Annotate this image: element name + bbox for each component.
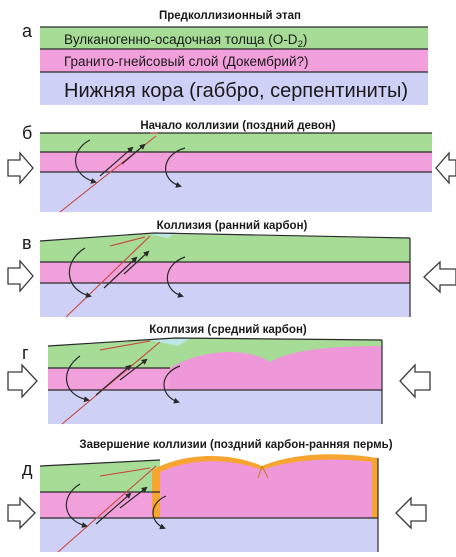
panel-a: Предколлизионный этап а Вулканогенно-оса… bbox=[22, 10, 428, 105]
panel-v-title: Коллизия (ранний карбон) bbox=[157, 220, 308, 232]
compression-arrow-icon bbox=[8, 153, 33, 183]
lower-crust-label: Нижняя кора (габбро, серпентиниты) bbox=[64, 80, 408, 102]
panel-b-title: Начало коллизии (поздний девон) bbox=[140, 120, 335, 132]
panel-a-title: Предколлизионный этап bbox=[159, 10, 301, 22]
compression-arrow-icon bbox=[436, 153, 456, 183]
panel-d-label: д bbox=[22, 459, 33, 479]
panel-a-label: а bbox=[22, 21, 33, 41]
panel-g-title: Коллизия (средний карбон) bbox=[149, 324, 307, 336]
panel-g: Коллизия (средний карбон) г bbox=[8, 324, 430, 424]
panel-d: Завершение коллизии (поздний карбон-ранн… bbox=[8, 439, 426, 552]
granite-layer-label: Гранито-гнейсовый слой (Докембрий?) bbox=[64, 54, 309, 69]
panel-b-label: б bbox=[22, 123, 32, 143]
panel-d-title: Завершение коллизии (поздний карбон-ранн… bbox=[79, 439, 392, 451]
panel-b: Начало коллизии (поздний девон) б bbox=[8, 120, 456, 212]
panel-v-label: в bbox=[22, 233, 32, 253]
panel-g-label: г bbox=[22, 343, 29, 363]
panel-v: Коллизия (ранний карбон) в bbox=[8, 220, 456, 317]
